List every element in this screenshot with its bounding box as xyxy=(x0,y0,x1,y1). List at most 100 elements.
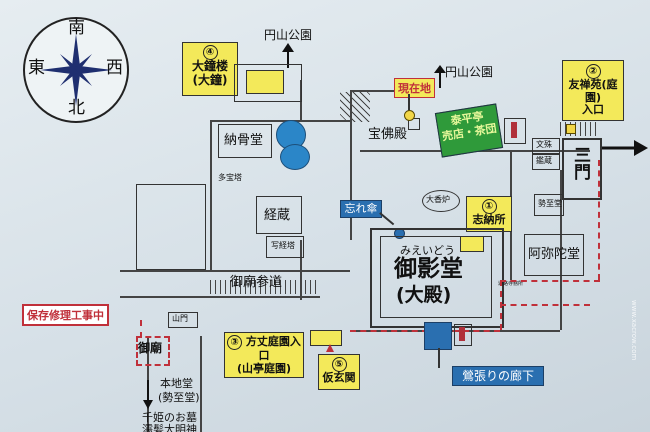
wasuregasa-label: 忘れ傘 xyxy=(340,200,382,218)
path-line xyxy=(560,170,562,330)
karigenkan-label: ⑤ 仮玄関 xyxy=(318,354,360,390)
stairs xyxy=(210,280,320,294)
bell-tower-label: ④ 大鐘楼 (大鐘) xyxy=(182,42,238,96)
yuzen-en-label: ② 友禅苑(庭園) 入口 xyxy=(562,60,624,121)
shinosho-name: 志納所 xyxy=(472,213,506,226)
office-label: 通路寺務所 xyxy=(498,281,524,287)
hojo-garden-number: ③ xyxy=(227,335,243,350)
arrow-right-icon xyxy=(600,140,648,156)
yuzen-en-name: 友禅苑(庭園) xyxy=(568,78,618,104)
yuzen-en-number: ② xyxy=(585,64,601,79)
gobyo-label: 御廟 xyxy=(138,341,163,355)
path-line xyxy=(200,336,202,432)
arrow-up-icon xyxy=(434,65,446,88)
dashed-boundary xyxy=(500,304,590,306)
daiden-label: (大殿) xyxy=(396,284,452,306)
sanmon-building xyxy=(562,138,602,200)
bell-tower-number: ④ xyxy=(202,45,218,60)
large-building xyxy=(136,184,206,270)
shop-label: 泰平亭 売店・茶団 xyxy=(434,103,504,158)
compass-west: 西 xyxy=(106,58,123,78)
path-line xyxy=(120,296,320,298)
small-building-mark xyxy=(511,122,517,138)
kyozo-building xyxy=(256,196,302,234)
arrow-up-icon xyxy=(282,43,294,68)
hojo-garden-name: 方丈庭園入口 xyxy=(245,335,301,362)
dashed-boundary xyxy=(500,280,600,282)
compass-north: 北 xyxy=(68,98,85,118)
bell-tower-name: 大鐘楼 xyxy=(191,59,228,73)
shakyoto-label: 写経塔 xyxy=(271,241,295,250)
shakyoto-building xyxy=(266,236,304,258)
compass-east: 東 xyxy=(28,58,45,78)
current-location-label: 現在地 xyxy=(394,78,435,98)
maruyama-park-mid: 円山公園 xyxy=(445,65,494,79)
hojo-garden-label: ③ 方丈庭園入口 (山亭庭園) xyxy=(224,332,304,378)
stairs xyxy=(340,92,370,122)
path-line xyxy=(300,240,302,300)
bell xyxy=(246,70,284,94)
dashed-boundary xyxy=(140,320,142,338)
pond xyxy=(280,144,310,170)
path-line xyxy=(210,120,350,122)
bell-tower-building xyxy=(234,64,302,102)
hojo-garden-entrance xyxy=(310,330,342,346)
honjido-sub: (勢至堂) xyxy=(158,391,200,404)
amidado-building xyxy=(524,234,584,276)
karigenkan-name: 仮玄関 xyxy=(322,371,356,384)
path-line xyxy=(350,90,410,92)
shop-sub: 売店・茶団 xyxy=(441,121,498,143)
shinosho-label: ① 志納所 xyxy=(466,196,512,232)
incense-burner xyxy=(422,190,460,212)
karigenkan-number: ⑤ xyxy=(331,357,347,372)
gyoeido-reading: みえいどう xyxy=(400,244,455,257)
tahoto-label: 多宝塔 xyxy=(218,173,242,182)
small-building-mark xyxy=(459,327,465,341)
incense-burner-label: 大香炉 xyxy=(426,195,450,204)
pointer-line xyxy=(379,212,395,225)
compass-rose xyxy=(23,17,129,123)
kyozo-label: 経蔵 xyxy=(264,208,291,223)
arrow-up-icon xyxy=(326,344,334,352)
senhime-label: 千姫のお墓 xyxy=(142,411,197,424)
houbutsuden-label: 宝佛殿 xyxy=(368,127,408,142)
hojo-garden-sub: (山亭庭園) xyxy=(236,361,292,375)
bunko-label: 文殊 xyxy=(536,140,552,149)
shinosho-number: ① xyxy=(481,199,497,214)
maruyama-park-top: 円山公園 xyxy=(264,28,313,42)
bell-tower-sub: (大鐘) xyxy=(192,72,228,87)
bunko-building xyxy=(532,138,560,154)
gobyo-boundary xyxy=(136,336,170,366)
gyoeido-inner xyxy=(380,236,492,318)
gyoeido-label: 御影堂 xyxy=(394,256,463,282)
gobyo-sando-label: 御廟参道 xyxy=(230,275,283,290)
pin-line xyxy=(408,94,410,112)
path-line xyxy=(120,270,350,272)
entrance-marker xyxy=(566,124,576,134)
amidado-label: 阿弥陀堂 xyxy=(528,247,581,262)
seishido-label: 勢至堂 xyxy=(538,199,562,208)
seishido-building xyxy=(534,194,564,216)
sanmon-gate-label: 山門 xyxy=(172,314,188,323)
small-building xyxy=(454,324,472,346)
sanmon-gate-building xyxy=(168,312,198,328)
dashed-boundary xyxy=(598,160,600,280)
nightingale-floor-label: 鶯張りの廊下 xyxy=(452,366,544,386)
honjido-label: 本地堂 xyxy=(160,377,193,390)
sanmon-label: 三門 xyxy=(570,146,590,180)
kanzo-building xyxy=(532,154,560,170)
pointer-line xyxy=(438,348,440,368)
nokotsudo-label: 納骨堂 xyxy=(224,133,264,148)
nightingale-floor xyxy=(424,322,452,350)
current-location-pin xyxy=(404,110,415,121)
nokotsudo-building xyxy=(218,124,272,158)
path-line xyxy=(350,90,352,240)
arrow-down-icon xyxy=(143,380,153,409)
yuzen-en-entrance: 入口 xyxy=(582,103,604,117)
repair-notice: 保存修理工事中 xyxy=(22,304,109,326)
kanzo-label: 鑑蔵 xyxy=(536,156,552,165)
path-line xyxy=(210,120,212,270)
compass-south: 南 xyxy=(68,18,85,38)
watermark: www.xacrow.com xyxy=(630,300,638,361)
